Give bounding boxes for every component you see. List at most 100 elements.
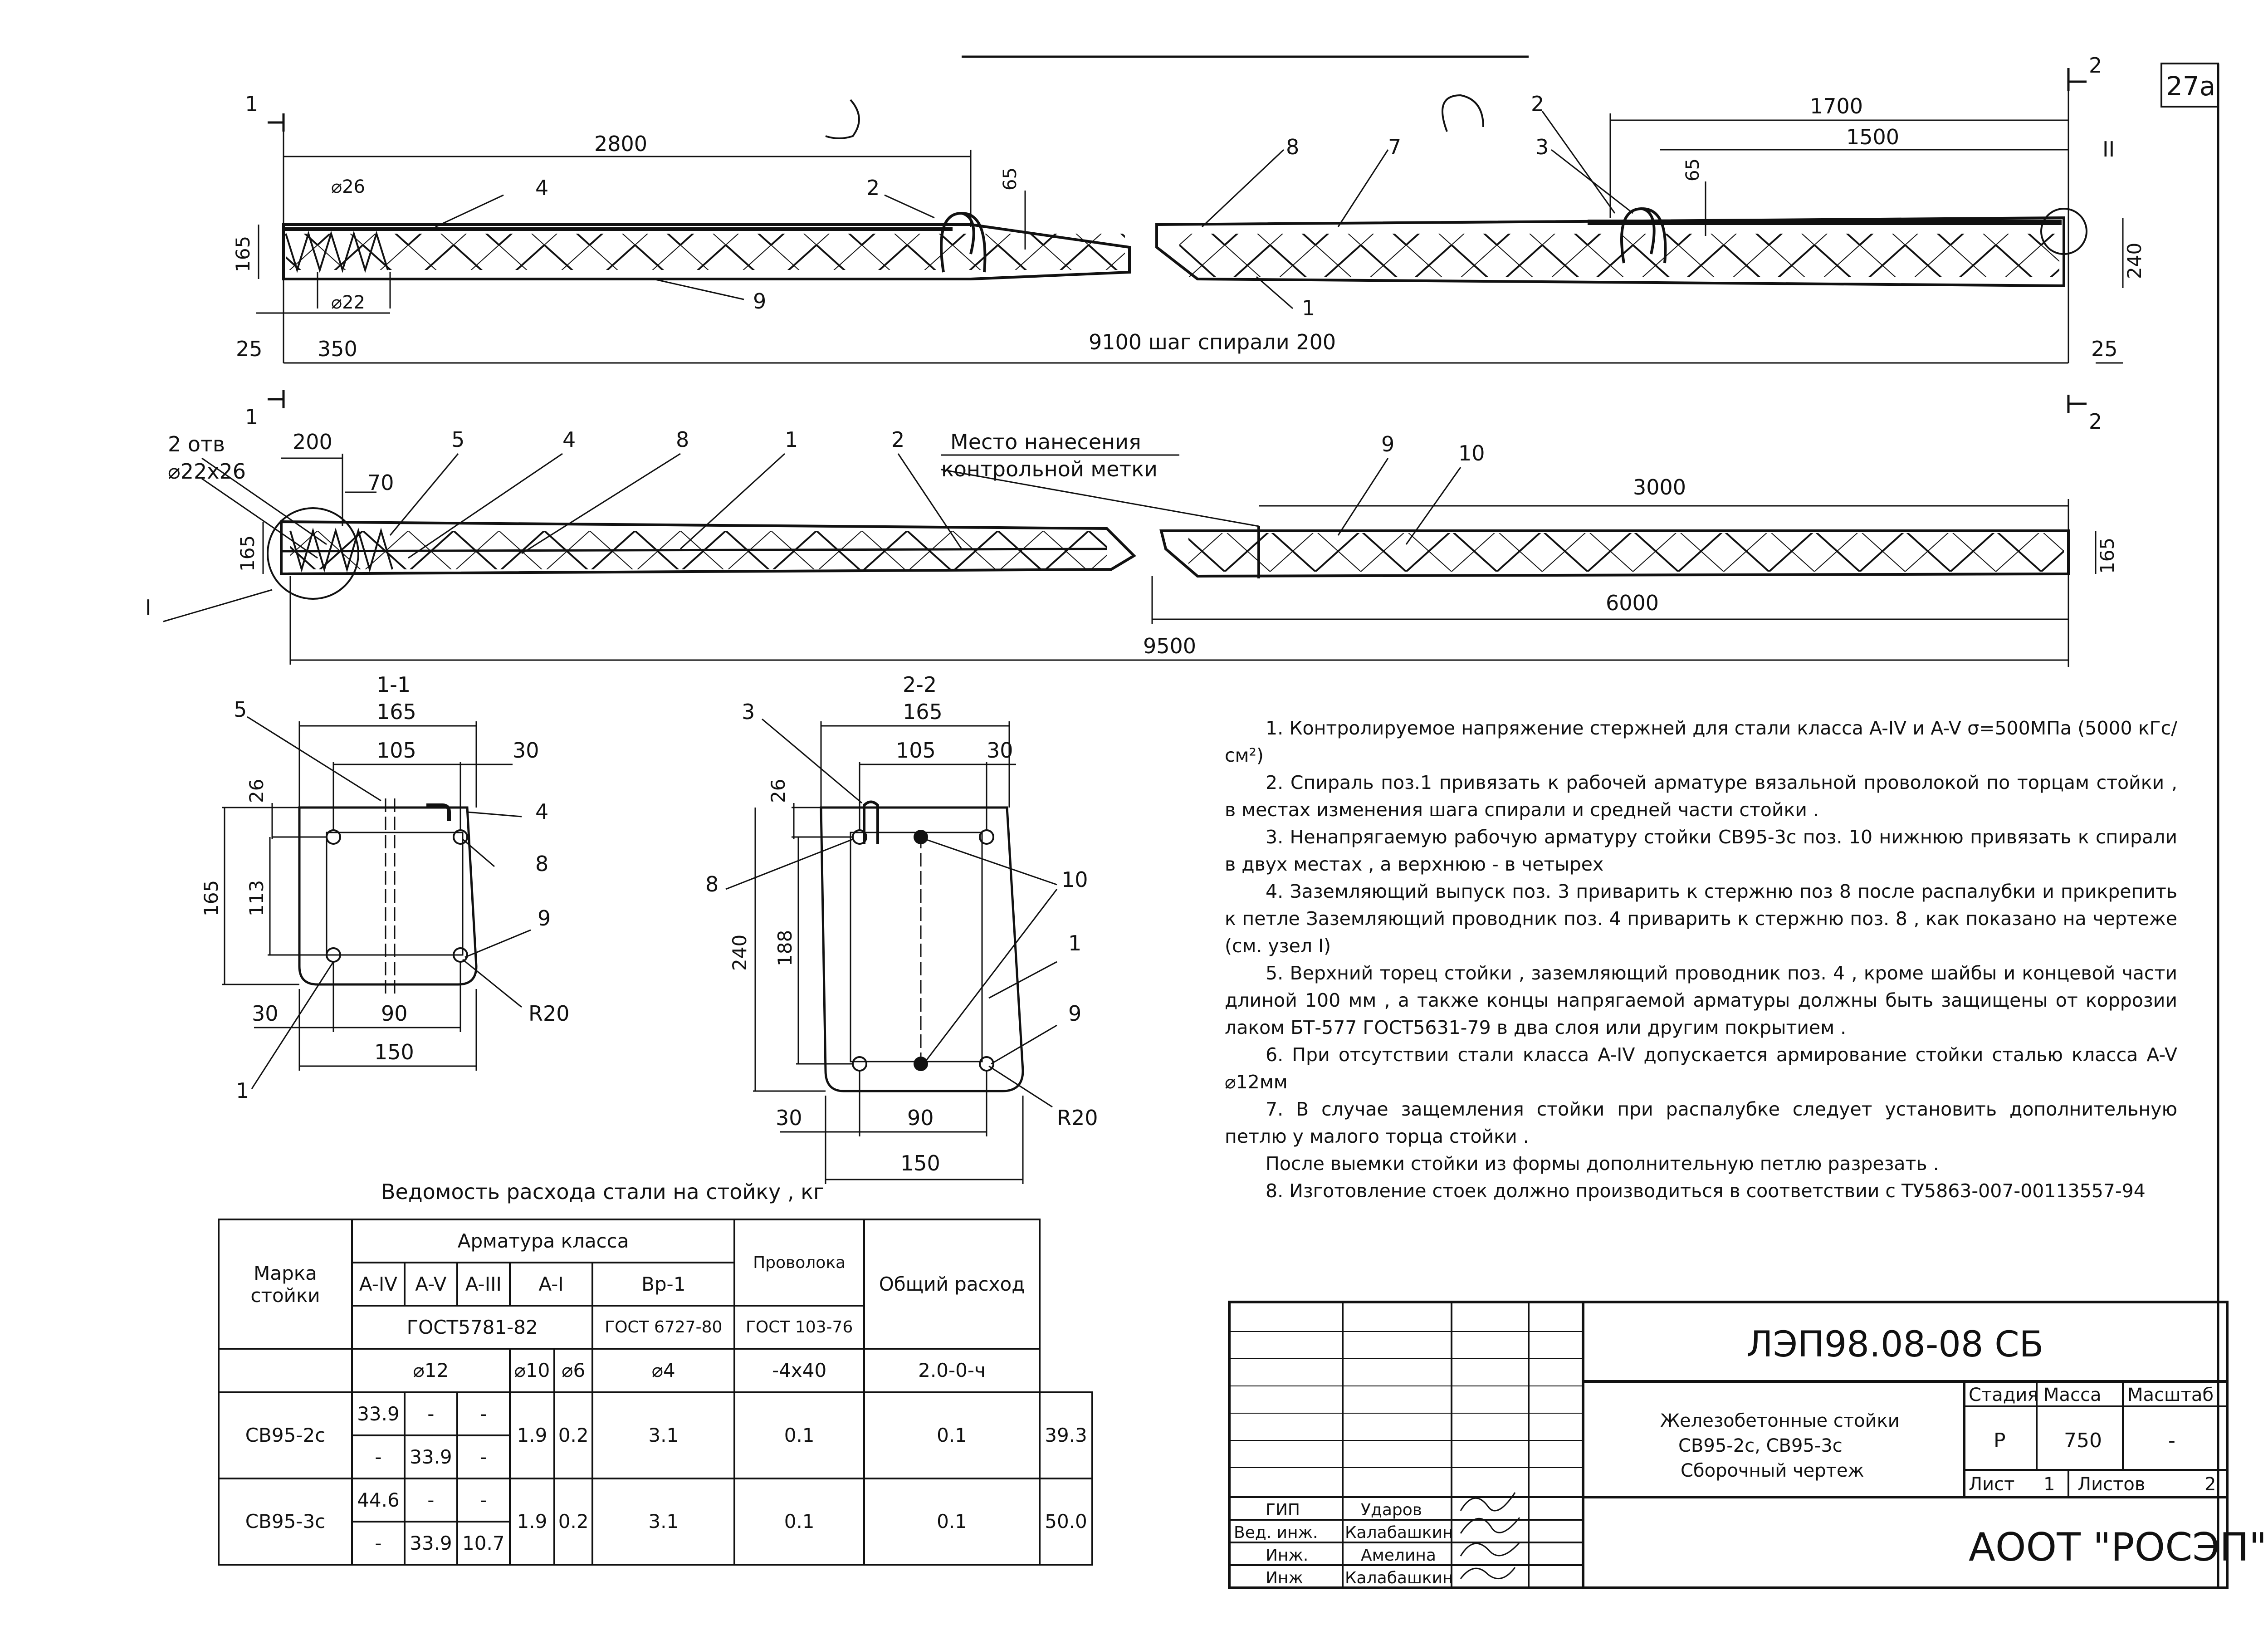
- truss-top-right: [1179, 234, 2059, 277]
- signer-name-3: Амелина: [1361, 1546, 1436, 1565]
- row2-aiii1: -: [456, 1477, 511, 1523]
- s2-dim-26: 26: [767, 779, 789, 803]
- callout-bottom-2: 2: [891, 427, 904, 452]
- row1-aiv1: 33.9: [351, 1391, 406, 1436]
- dim-phi26: ⌀26: [331, 176, 365, 197]
- bottom-view: 2 отв ⌀22х26 200 70 165 3000 6000 9500 1…: [145, 427, 2118, 667]
- node-I-label: I: [145, 595, 152, 620]
- s2-dim-30b: 30: [776, 1106, 802, 1130]
- dim-6000: 6000: [1606, 591, 1659, 615]
- note-2: 2. Спираль поз.1 привязать к рабочей арм…: [1225, 772, 2177, 821]
- dim-165-top: 165: [232, 236, 254, 272]
- dim-165-bottom: 165: [236, 535, 259, 572]
- loop-right: [1620, 207, 1667, 264]
- dim-spiral-step: 9100 шаг спирали 200: [1089, 330, 1336, 354]
- h-armature: Арматура класса: [351, 1218, 736, 1264]
- node-II-circle: [2040, 208, 2087, 255]
- signer-role-4: Инж: [1266, 1569, 1303, 1587]
- s2-dim-240: 240: [728, 935, 751, 971]
- sheet-value: 1: [2043, 1474, 2055, 1495]
- dim-240-top: 240: [2123, 243, 2146, 279]
- holes-label: 2 отв: [168, 432, 225, 456]
- note-4: 4. Заземляющий выпуск поз. 3 приварить к…: [1225, 881, 2177, 957]
- dim-2800: 2800: [594, 132, 647, 156]
- section-mark-2-top: 2: [2089, 53, 2102, 78]
- doc-name-1: Железобетонные стойки: [1660, 1410, 1900, 1431]
- h-aiv: A-IV: [351, 1262, 406, 1307]
- dim-25-right: 25: [2091, 337, 2118, 361]
- holes-size: ⌀22х26: [168, 459, 246, 484]
- h-20: 2.0-0-ч: [918, 1359, 986, 1382]
- h-ai: A-I: [508, 1262, 594, 1307]
- s2-callout-8: 8: [705, 872, 719, 896]
- note-7: 7. В случае защемления стойки при распал…: [1225, 1098, 2177, 1147]
- sheet-label: Лист: [1969, 1474, 2014, 1495]
- callout-bottom-4: 4: [562, 427, 576, 452]
- callout-bottom-5: 5: [451, 427, 464, 452]
- sheets-label: Листов: [2077, 1474, 2145, 1495]
- h-gost6727: ГОСТ 6727-80: [591, 1305, 736, 1350]
- note-5: 5. Верхний торец стойки , заземляющий пр…: [1225, 962, 2177, 1038]
- pole-body-top-right: [1155, 216, 2065, 288]
- row1-aiii2: -: [456, 1434, 511, 1479]
- top-view: 2800 1700 1500 65 65 165 240 25 350 25 9…: [232, 53, 2146, 434]
- row1-steel: 0.1: [733, 1391, 865, 1479]
- h-scale: Масштаб: [2127, 1385, 2214, 1405]
- s1-callout-8: 8: [535, 852, 548, 876]
- signer-name-1: Ударов: [1361, 1501, 1422, 1519]
- s1-dim-113: 113: [245, 880, 268, 916]
- s1-dim-165v: 165: [200, 880, 222, 916]
- row1-d6: 0.2: [553, 1391, 594, 1479]
- doc-code: ЛЭП98.08-08 СБ: [1746, 1324, 2043, 1365]
- s2-dim-105: 105: [896, 738, 936, 763]
- s2-bar-bl: [852, 1056, 867, 1072]
- callout-top-2r: 2: [1531, 92, 1544, 116]
- org-name: АООТ "РОСЭП": [1969, 1525, 2267, 1570]
- title-block-text: ЛЭП98.08-08 СБ Железобетонные стойки СВ9…: [1234, 1324, 2267, 1587]
- doc-name-2: СВ95-2с, СВ95-3с: [1678, 1435, 1843, 1456]
- s2-callout-3: 3: [742, 700, 755, 724]
- mass-value: 750: [2064, 1429, 2102, 1452]
- row2-total: 50.0: [1039, 1477, 1093, 1566]
- dim-65-right: 65: [1682, 158, 1703, 181]
- signer-name-2: Калабашкин: [1345, 1523, 1453, 1542]
- s2-spiral: [850, 832, 983, 1062]
- s1-callout-5: 5: [234, 697, 247, 722]
- h-stage: Стадия: [1969, 1385, 2038, 1405]
- tight-spiral-top: [285, 230, 389, 273]
- section-mark-1-top: 1: [245, 92, 258, 116]
- dim-phi22: ⌀22: [331, 292, 365, 313]
- dim-1700: 1700: [1810, 94, 1863, 118]
- sheet-number-box: [2160, 63, 2219, 108]
- s1-dim-30: 30: [513, 738, 539, 763]
- node-II-label: II: [2102, 137, 2115, 162]
- s2-bar10-bottom: [914, 1057, 928, 1071]
- section-2-2: 2-2 165 105 30: [705, 672, 1098, 1184]
- s1-dim-105: 105: [376, 738, 416, 763]
- h-gost5781: ГОСТ5781-82: [351, 1305, 594, 1350]
- row1-wire: 0.1: [863, 1391, 1041, 1479]
- h-4x40: -4х40: [733, 1348, 865, 1393]
- row2-av2: 33.9: [403, 1520, 458, 1566]
- section-1-1: 1-1 165 105 30: [200, 672, 570, 1103]
- section-mark-2-bottom: 2: [2089, 409, 2102, 434]
- callout-bottom-10: 10: [1458, 441, 1485, 465]
- signer-name-4: Калабашкин: [1345, 1569, 1453, 1587]
- dim-165-bottom-right: 165: [2096, 538, 2118, 574]
- row2-aiv2: -: [351, 1520, 406, 1566]
- section-2-title: 2-2: [903, 672, 937, 697]
- h-vr: Вр-1: [591, 1262, 736, 1307]
- note-7b: После выемки стойки из формы дополнитель…: [1266, 1153, 1939, 1175]
- row2-d10: 1.9: [508, 1477, 556, 1566]
- signer-role-2: Вед. инж.: [1234, 1523, 1318, 1542]
- section-mark-1-bottom: 1: [245, 405, 258, 429]
- scale-value: -: [2168, 1429, 2175, 1452]
- h-gost103: ГОСТ 103-76: [733, 1305, 865, 1350]
- callout-top-2: 2: [866, 176, 880, 200]
- note-1: 1. Контролируемое напряжение стержней дл…: [1225, 717, 2177, 766]
- row1-d10: 1.9: [508, 1391, 556, 1479]
- h-d4: ⌀4: [591, 1348, 736, 1393]
- h-d10: ⌀10: [508, 1348, 556, 1393]
- dim-70: 70: [367, 470, 394, 495]
- row1-aiii1: -: [456, 1391, 511, 1436]
